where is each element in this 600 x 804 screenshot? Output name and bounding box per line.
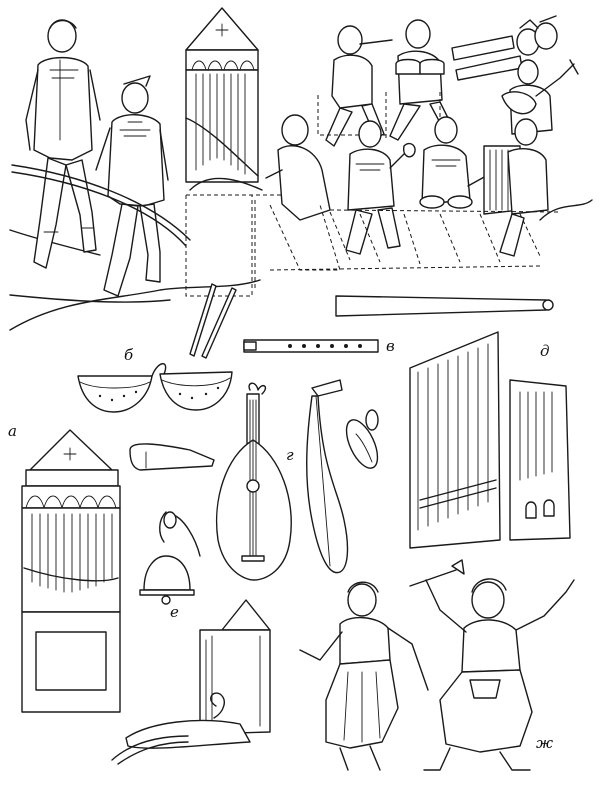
top-scene (9, 7, 593, 331)
label-d: д (540, 342, 550, 360)
bellows-organ-drawing (111, 599, 271, 765)
seated-organist (265, 114, 341, 271)
flute-drawing-v (243, 339, 379, 353)
organ-tower-top (185, 7, 259, 183)
label-a: а (8, 422, 17, 440)
label-e: е (170, 603, 179, 621)
pipe-player (325, 25, 393, 147)
label-g: г (286, 446, 294, 464)
bowed-lyre-drawing (306, 379, 349, 574)
horn-players (451, 15, 579, 135)
psaltery-drawing-d (409, 331, 571, 549)
cymbals-drawing-b (77, 363, 233, 413)
dancers-drawing-zh (299, 559, 575, 771)
small-pipe-drawing (129, 443, 215, 471)
walking-figure-left (25, 19, 101, 269)
label-zh: ж (536, 734, 554, 752)
organ-drawing-a (21, 429, 121, 713)
seated-musicians (345, 116, 487, 255)
drumsticks-drawing (189, 283, 237, 359)
label-b: б (124, 346, 134, 364)
harp-player (483, 118, 549, 257)
long-horn-drawing (335, 295, 554, 317)
lute-drawing-g (215, 382, 292, 581)
label-v: в (386, 337, 395, 355)
bell-drawing-e (139, 511, 201, 605)
finger-cymbals-drawing (345, 409, 379, 469)
walking-figure-right (95, 75, 169, 297)
